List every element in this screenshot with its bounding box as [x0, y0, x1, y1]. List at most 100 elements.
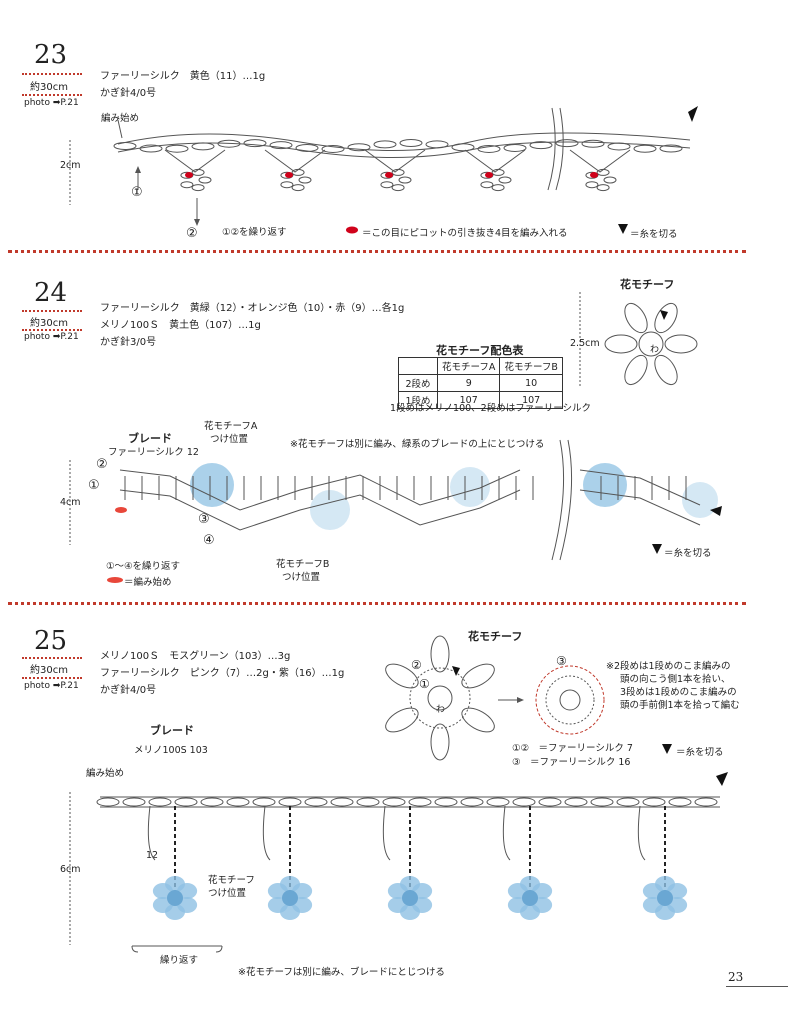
flower-motif-diagram — [385, 635, 495, 761]
marker-1: ① — [131, 185, 143, 200]
chain-stitches — [113, 139, 683, 192]
marker-1: ① — [88, 478, 100, 493]
motif-placement-marks — [190, 463, 718, 530]
chain-stitch — [538, 797, 562, 807]
stitch-line — [364, 149, 426, 173]
section-23-divider — [22, 73, 82, 75]
chain-stitch — [399, 139, 423, 148]
material-line: ファーリーシルク 黄緑（12）・オレンジ色（10）・赤（9）…各1g — [100, 303, 405, 314]
start-legend-icon — [107, 577, 123, 583]
chain-stitch — [295, 143, 319, 152]
loop — [262, 805, 271, 861]
section-24-photo-ref: photo ➡P.21 — [24, 332, 79, 342]
chain-stitch — [408, 797, 432, 807]
stitch-line — [264, 149, 326, 173]
picot — [596, 184, 610, 192]
flower-motif-rounds — [535, 665, 605, 735]
petal — [461, 663, 495, 689]
chain-stitch — [174, 797, 198, 807]
picot — [491, 184, 505, 192]
motif-b-label-2: つけ位置 — [282, 572, 321, 583]
chain-stitch — [434, 797, 458, 807]
page-number-rule — [726, 986, 788, 987]
motif-center-mark — [402, 890, 418, 906]
petal — [624, 354, 648, 386]
color-table: 花モチーフA 花モチーフB 2段め 9 10 1段め 107 107 — [398, 357, 563, 409]
red-dot-icon — [285, 172, 293, 178]
chain-stitch — [200, 797, 224, 807]
section-23-photo-ref: photo ➡P.21 — [24, 98, 79, 108]
red-legend: ＝この目にピコットの引き抜き4目を編み入れる — [362, 228, 568, 239]
braid-title: ブレード — [150, 724, 194, 737]
section-25-length: 約30cm — [30, 665, 68, 676]
attach-note: ※花モチーフは別に編み、緑系のブレードの上にとじつける — [290, 439, 545, 450]
chain-stitch — [165, 144, 189, 153]
stitch-line — [164, 149, 226, 173]
loop — [637, 805, 646, 861]
petal — [624, 302, 648, 334]
material-line: かぎ針3/0号 — [100, 337, 157, 348]
chain-stitch — [304, 797, 328, 807]
section-25-number: 25 — [34, 626, 68, 656]
petal — [385, 663, 419, 689]
motif-center-mark — [522, 890, 538, 906]
stitch-line — [569, 149, 631, 173]
chain-stitch — [590, 797, 614, 807]
section-24-divider2 — [22, 329, 82, 331]
chain-stitch — [217, 139, 241, 148]
petal — [385, 707, 419, 733]
motif-center-mark — [657, 890, 673, 906]
color-table-title: 花モチーフ配色表 — [436, 344, 524, 357]
chain-stitch — [191, 142, 215, 151]
cut-legend-icon — [652, 544, 662, 554]
motif-b-label: 花モチーフB — [276, 559, 330, 570]
chain-stitch — [122, 797, 146, 807]
stitch-line — [464, 149, 526, 173]
section-24-divider — [22, 310, 82, 312]
zigzag-braid — [119, 469, 701, 531]
table-cell: 1段め — [398, 391, 438, 409]
chain-stitch — [139, 144, 163, 153]
braid-yarn: メリノ100S 103 — [134, 745, 208, 756]
note-line: 頭の手前側1本を拾って編む — [620, 700, 740, 711]
picot — [391, 184, 405, 192]
cut-mark-icon — [660, 310, 668, 320]
cut-legend: ＝糸を切る — [630, 229, 678, 240]
section-23-materials: ファーリーシルク 黄色（11）…1g かぎ針4/0号 — [100, 68, 265, 102]
picot — [198, 176, 212, 184]
section-23-length: 約30cm — [30, 82, 68, 93]
chain-stitch — [512, 797, 536, 807]
marker-3: ③ — [198, 512, 210, 527]
picot — [298, 176, 312, 184]
cut-mark-icon — [452, 666, 460, 676]
picot — [180, 181, 194, 189]
cut-mark-icon — [688, 106, 698, 122]
cut-legend: ＝糸を切る — [676, 747, 724, 758]
petal — [430, 635, 450, 673]
chain-stitch — [633, 144, 657, 153]
chain-stitch — [425, 140, 449, 149]
cut-mark-icon — [710, 506, 722, 516]
table-row: 1段め 107 107 — [398, 391, 563, 409]
section-25-photo-ref: photo ➡P.21 — [24, 681, 79, 691]
motif-center-mark — [167, 890, 183, 906]
section-24-materials: ファーリーシルク 黄緑（12）・オレンジ色（10）・赤（9）…各1g メリノ10… — [100, 300, 404, 351]
picot — [291, 184, 305, 192]
material-line: かぎ針4/0号 — [100, 88, 157, 99]
start-note: ＝編み始め — [124, 577, 172, 588]
section-23-number: 23 — [34, 40, 68, 70]
attach-label-2: つけ位置 — [208, 888, 247, 899]
start-label: 編み始め — [101, 113, 140, 124]
ring-label: わ — [650, 345, 660, 355]
section-separator — [8, 250, 746, 253]
loop — [502, 805, 511, 861]
chain-stitch — [269, 141, 293, 150]
start-label: 編み始め — [86, 768, 125, 779]
chain-stitch — [668, 797, 692, 807]
petal — [654, 302, 678, 334]
yarn-row: ①② ＝ファーリーシルク 7 — [512, 743, 633, 754]
red-dot-icon — [485, 172, 493, 178]
color-table-note: 1段めはメリノ100、2段めはファーリーシルク — [390, 403, 592, 414]
